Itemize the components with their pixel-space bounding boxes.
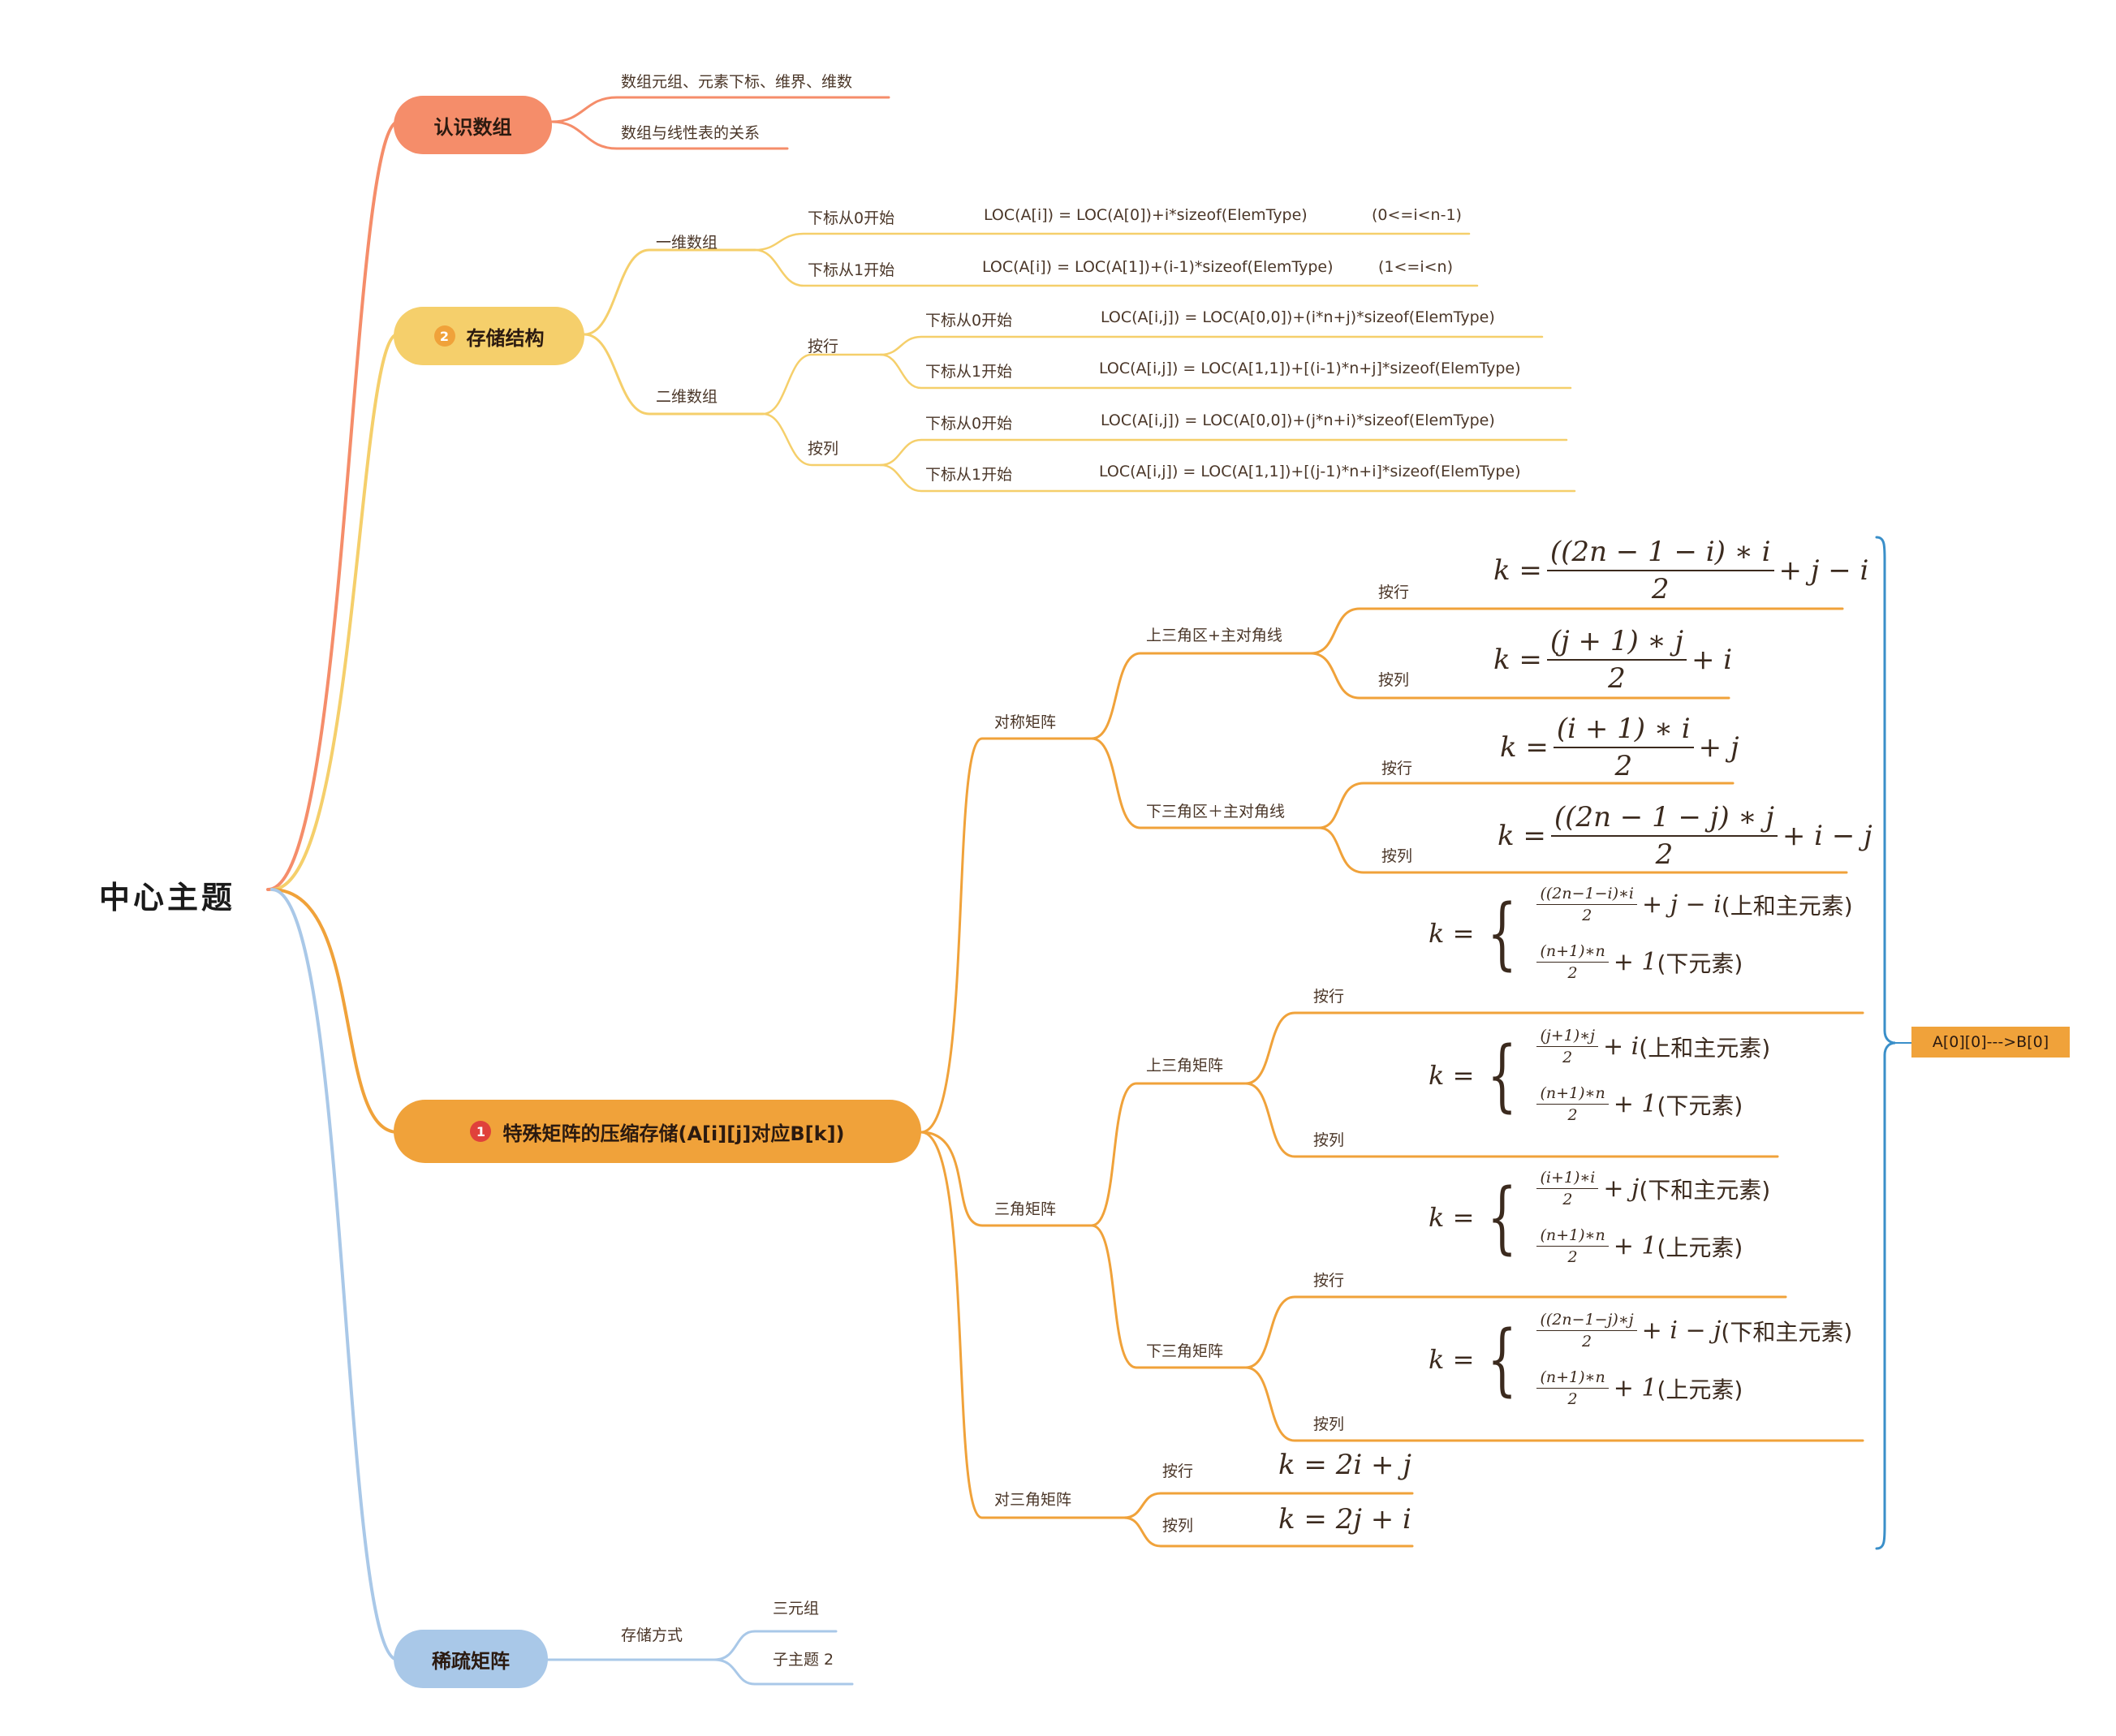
root-topic[interactable]: 中心主题 xyxy=(99,880,236,915)
one-dim-row-0-range: (0<=i<n-1) xyxy=(1372,206,1462,224)
branch-recognize[interactable]: 认识数组 xyxy=(394,96,552,154)
tri-upper[interactable]: 上三角矩阵 xyxy=(1146,1057,1224,1075)
tri-lower[interactable]: 下三角矩阵 xyxy=(1146,1342,1224,1360)
branch-storage-label: 存储结构 xyxy=(466,326,545,350)
tri-upper-col-note1: (上和主元素) xyxy=(1639,1034,1771,1062)
two-dim-col-0-label[interactable]: 下标从0开始 xyxy=(925,415,1013,433)
branch-sparse-matrix[interactable]: 稀疏矩阵 xyxy=(394,1630,548,1688)
tri-lower-col[interactable]: 按列 xyxy=(1313,1415,1345,1433)
recognize-child-2[interactable]: 数组与线性表的关系 xyxy=(621,124,761,142)
two-dim-row-1-formula[interactable]: LOC(A[i,j]) = LOC(A[1,1])+[(i-1)*n+j]*si… xyxy=(1099,360,1521,377)
tri-upper-row-note2: (下元素) xyxy=(1657,950,1743,977)
branch-special-matrix[interactable]: 1 特殊矩阵的压缩存储(A[i][j]对应B[k]) xyxy=(394,1100,921,1163)
sym-upper-row[interactable]: 按行 xyxy=(1378,584,1410,601)
priority-2-badge: 2 xyxy=(433,325,455,347)
two-dim-col-1-label[interactable]: 下标从1开始 xyxy=(925,466,1013,484)
tri-upper-col[interactable]: 按列 xyxy=(1313,1131,1345,1149)
two-dim-col-1-formula[interactable]: LOC(A[i,j]) = LOC(A[1,1])+[(j-1)*n+i]*si… xyxy=(1099,463,1521,480)
branch-sparse-label: 稀疏矩阵 xyxy=(432,1649,510,1673)
one-dim-row-0-formula[interactable]: LOC(A[i]) = LOC(A[0])+i*sizeof(ElemType) xyxy=(984,206,1308,224)
sym-lower-col[interactable]: 按列 xyxy=(1381,847,1413,865)
triangular-matrix[interactable]: 三角矩阵 xyxy=(994,1200,1057,1218)
one-dim-row-1-formula[interactable]: LOC(A[i]) = LOC(A[1])+(i-1)*sizeof(ElemT… xyxy=(982,258,1334,276)
sparse-child-triple[interactable]: 三元组 xyxy=(773,1600,820,1618)
branch-recognize-label: 认识数组 xyxy=(433,115,512,139)
tri-lower-row-note2: (上元素) xyxy=(1657,1234,1743,1261)
two-dim-col-0-formula[interactable]: LOC(A[i,j]) = LOC(A[0,0])+(j*n+i)*sizeof… xyxy=(1101,411,1495,429)
recognize-child-1[interactable]: 数组元组、元素下标、维界、维数 xyxy=(621,73,853,91)
one-dim-array[interactable]: 一维数组 xyxy=(656,234,718,252)
tridiagonal-matrix[interactable]: 对三角矩阵 xyxy=(994,1491,1072,1509)
one-dim-row-1-label[interactable]: 下标从1开始 xyxy=(808,261,895,279)
formula-tridiag-col: k = 2j + i xyxy=(1278,1503,1411,1536)
tri-upper-row-note1: (上和主元素) xyxy=(1721,892,1853,920)
sparse-storage-method[interactable]: 存储方式 xyxy=(621,1626,683,1644)
tridiag-col[interactable]: 按列 xyxy=(1162,1517,1194,1535)
sparse-child-2[interactable]: 子主题 2 xyxy=(773,1651,834,1669)
branch-storage[interactable]: 2 存储结构 xyxy=(394,307,584,365)
two-dim-row-0-formula[interactable]: LOC(A[i,j]) = LOC(A[0,0])+(i*n+j)*sizeof… xyxy=(1101,308,1495,326)
tri-lower-col-note1: (下和主元素) xyxy=(1721,1318,1853,1346)
tri-lower-row-note1: (下和主元素) xyxy=(1639,1176,1771,1204)
summary-mapping[interactable]: A[0][0]--->B[0] xyxy=(1911,1027,2070,1058)
sym-lower[interactable]: 下三角区＋主对角线 xyxy=(1146,803,1286,821)
symmetric-matrix[interactable]: 对称矩阵 xyxy=(994,713,1057,731)
tri-upper-row[interactable]: 按行 xyxy=(1313,988,1345,1006)
branch-special-label: 特殊矩阵的压缩存储(A[i][j]对应B[k]) xyxy=(502,1122,845,1145)
two-dim-row-0-label[interactable]: 下标从0开始 xyxy=(925,312,1013,330)
sym-upper-col[interactable]: 按列 xyxy=(1378,671,1410,689)
two-dim-by-col[interactable]: 按列 xyxy=(808,440,839,458)
tridiag-row[interactable]: 按行 xyxy=(1162,1462,1194,1480)
two-dim-row-1-label[interactable]: 下标从1开始 xyxy=(925,363,1013,381)
two-dim-by-row[interactable]: 按行 xyxy=(808,338,839,355)
priority-1-badge: 1 xyxy=(470,1121,492,1142)
formula-tridiag-row: k = 2i + j xyxy=(1278,1449,1411,1481)
one-dim-row-0-label[interactable]: 下标从0开始 xyxy=(808,209,895,227)
sym-upper[interactable]: 上三角区+主对角线 xyxy=(1146,627,1282,644)
sym-lower-row[interactable]: 按行 xyxy=(1381,760,1413,778)
tri-upper-col-note2: (下元素) xyxy=(1657,1092,1743,1119)
two-dim-array[interactable]: 二维数组 xyxy=(656,388,718,406)
tri-lower-col-note2: (上元素) xyxy=(1657,1376,1743,1403)
tri-lower-row[interactable]: 按行 xyxy=(1313,1272,1345,1290)
one-dim-row-1-range: (1<=i<n) xyxy=(1378,258,1453,276)
